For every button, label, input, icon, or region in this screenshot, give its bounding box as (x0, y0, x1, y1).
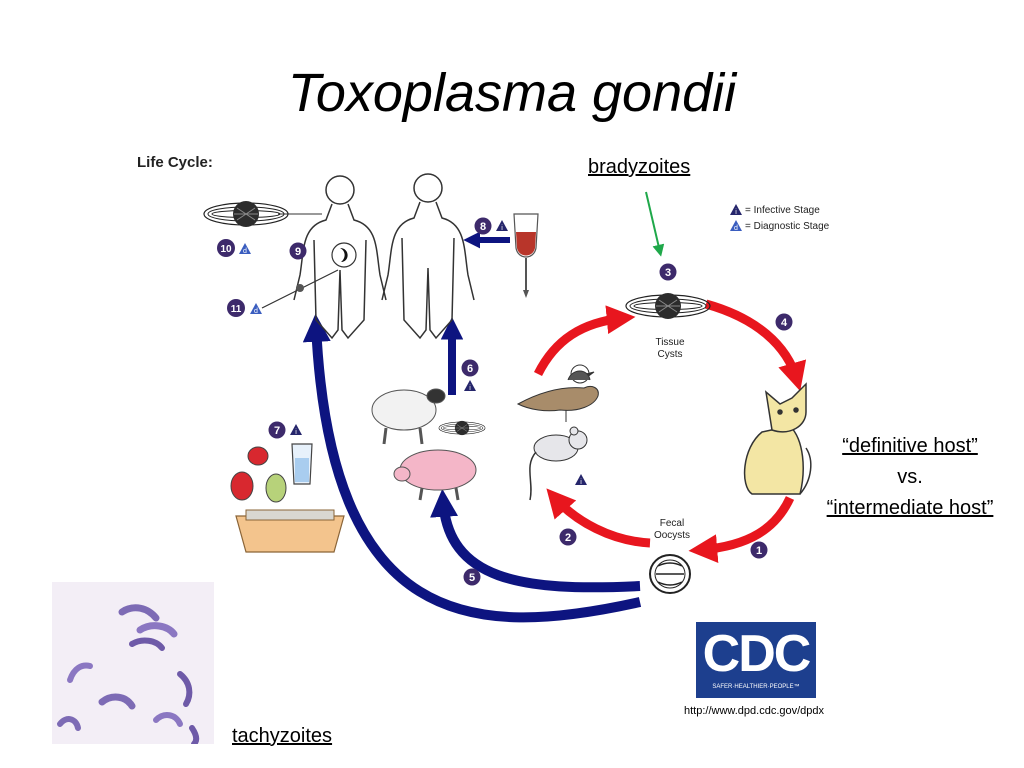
fruit-icon (230, 446, 287, 503)
step-badge-3: 3 (659, 263, 677, 281)
red-arrow-cysts-to-cat (704, 299, 807, 392)
svg-text:9: 9 (295, 246, 301, 258)
svg-text:i: i (469, 385, 471, 392)
fecal-oocysts-label-2: Oocysts (654, 530, 690, 541)
step-badge-1: 1 (750, 541, 768, 559)
svg-text:7: 7 (274, 425, 280, 437)
tissue-cysts-label-1: Tissue (655, 337, 685, 348)
diagnostic-triangle-icon: d d (239, 243, 262, 315)
svg-text:4: 4 (781, 317, 788, 329)
step-badge-7: 7 (268, 421, 286, 439)
svg-text:i: i (580, 479, 582, 486)
svg-text:d: d (254, 308, 258, 315)
tissue-cysts-label-2: Cysts (658, 349, 683, 360)
tissue-cyst-meat-icon (438, 420, 486, 436)
tachyzoite-micrograph (52, 582, 214, 744)
sheep-icon (371, 388, 446, 445)
tissue-cyst-icon (625, 292, 711, 320)
svg-text:1: 1 (756, 545, 762, 557)
step-badge-8: 8 (474, 217, 492, 235)
cat-icon (743, 382, 812, 495)
legend-infective-label: = Infective Stage (745, 205, 820, 216)
step-badge-9: 9 (289, 242, 307, 260)
svg-text:d: d (243, 248, 247, 255)
svg-text:i: i (735, 209, 737, 216)
svg-text:d: d (734, 225, 738, 232)
svg-text:11: 11 (231, 304, 242, 315)
infective-triangle-icon: i i i i (290, 220, 587, 486)
blue-arrow-oocysts-to-pig (430, 488, 641, 593)
tachyzoites-label: tachyzoites (232, 725, 333, 747)
step-badge-2: 2 (559, 528, 577, 546)
intermediate-host-label: “intermediate host” (826, 497, 994, 519)
svg-text:2: 2 (565, 532, 571, 544)
legend-diagnostic-label: = Diagnostic Stage (745, 221, 830, 232)
life-cycle-heading: Life Cycle: (137, 154, 213, 171)
red-arrow-cat-to-oocysts (688, 496, 795, 563)
red-arrow-bird-to-cysts (533, 305, 636, 377)
svg-text:3: 3 (665, 267, 671, 279)
cdc-logo: CDC SAFER·HEALTHIER·PEOPLE™ (696, 622, 816, 698)
step-badge-10: 10 (217, 239, 235, 257)
step-badge-4: 4 (775, 313, 793, 331)
svg-text:6: 6 (467, 363, 473, 375)
water-glass-icon (291, 443, 313, 485)
human-figure-left (293, 175, 387, 340)
tissue-cyst-human-icon (203, 200, 289, 228)
green-pointer-bradyzoites (645, 191, 665, 257)
svg-text:8: 8 (480, 221, 486, 233)
red-arrow-oocysts-to-rodent (546, 488, 651, 548)
human-figure-right (381, 173, 475, 340)
blue-arrow-oocysts-to-human (302, 313, 642, 623)
legend: i = Infective Stage d = Diagnostic Stage (730, 204, 830, 232)
rodent-icon (529, 426, 588, 501)
fetus-icon (331, 242, 357, 268)
step-badge-11: 11 (227, 299, 245, 317)
blood-transfusion-icon (513, 213, 539, 298)
svg-text:10: 10 (220, 244, 232, 255)
step-badge-5: 5 (463, 568, 481, 586)
svg-text:i: i (295, 429, 297, 436)
definitive-host-label: “definitive host” (842, 435, 978, 457)
cdc-url-text: http://www.dpd.cdc.gov/dpdx (684, 705, 825, 717)
pig-icon (393, 449, 477, 501)
slide-title: Toxoplasma gondii (287, 63, 737, 123)
step-badge-6: 6 (461, 359, 479, 377)
vs-label: vs. (897, 466, 923, 488)
svg-text:5: 5 (469, 572, 475, 584)
bird-icon (516, 364, 599, 422)
fecal-oocysts-label-1: Fecal (660, 518, 684, 529)
svg-text:i: i (501, 225, 503, 232)
bradyzoites-label: bradyzoites (588, 156, 691, 178)
oocyst-icon (649, 554, 691, 594)
litter-box-icon (235, 509, 345, 553)
